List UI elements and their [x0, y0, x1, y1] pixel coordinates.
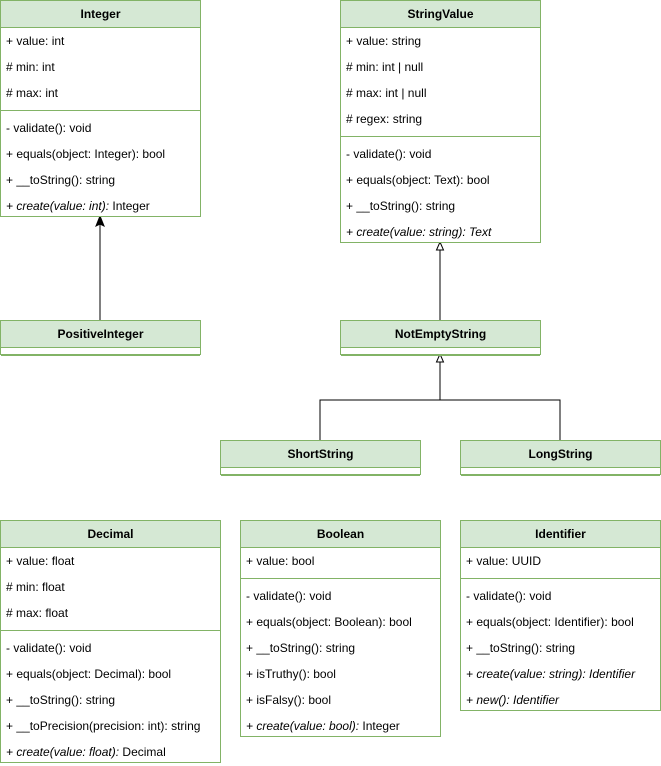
method: + equals(object: Identifier): bool: [466, 615, 634, 629]
method: + __toString(): string: [466, 641, 576, 655]
method: + __toString(): string: [246, 641, 356, 655]
method: + equals(object: Integer): bool: [6, 147, 166, 161]
attributes-section: + value: bool: [241, 548, 440, 579]
class-notemptystring[interactable]: NotEmptyString: [340, 320, 541, 356]
static-method: + create(value: int): Integer: [1, 193, 200, 219]
arrowhead-integer: [95, 214, 105, 228]
edge-longstring-to-notemptystring: [440, 399, 561, 440]
class-name: ShortString: [221, 441, 420, 468]
class-stringvalue[interactable]: StringValue + value: string # min: int |…: [340, 0, 541, 243]
attribute: # min: int: [6, 60, 55, 74]
inheritance-triangle-notemptystring: [435, 352, 445, 363]
attributes-section: + value: string # min: int | null # max:…: [341, 28, 540, 137]
class-name: Boolean: [241, 521, 440, 548]
method: - validate(): void: [466, 589, 552, 603]
methods-section: - validate(): void + equals(object: Text…: [341, 137, 540, 245]
empty-attributes-section: [1, 348, 200, 356]
inheritance-triangle-stringvalue: [435, 240, 445, 251]
class-name: PositiveInteger: [1, 321, 200, 348]
class-name: StringValue: [341, 1, 540, 28]
class-name: Decimal: [1, 521, 220, 548]
edge-shortstring-to-notemptystring: [319, 362, 441, 440]
method: - validate(): void: [6, 121, 92, 135]
static-method: + create(value: float): Decimal: [1, 739, 220, 765]
method: + __toPrecision(precision: int): string: [6, 719, 201, 733]
attribute: + value: int: [6, 34, 65, 48]
methods-section: - validate(): void + equals(object: Deci…: [1, 631, 220, 765]
attribute: # max: int: [6, 86, 59, 100]
method: + equals(object: Boolean): bool: [246, 615, 412, 629]
attribute: # max: int | null: [346, 86, 427, 100]
attribute: # min: int | null: [346, 60, 424, 74]
class-name: LongString: [461, 441, 660, 468]
static-method-signature: + create(value: bool):: [246, 719, 360, 733]
methods-section: - validate(): void + equals(object: Iden…: [461, 579, 660, 713]
method: + __toString(): string: [6, 693, 116, 707]
class-name: Identifier: [461, 521, 660, 548]
method: - validate(): void: [246, 589, 332, 603]
static-method-signature: + create(value: int):: [6, 199, 110, 213]
class-positiveinteger[interactable]: PositiveInteger: [0, 320, 201, 356]
class-identifier[interactable]: Identifier + value: UUID - validate(): v…: [460, 520, 661, 711]
class-name: NotEmptyString: [341, 321, 540, 348]
method: + isFalsy(): bool: [246, 693, 332, 707]
method: + __toString(): string: [6, 173, 116, 187]
method: + isTruthy(): bool: [246, 667, 336, 681]
method: - validate(): void: [6, 641, 92, 655]
method: - validate(): void: [346, 147, 432, 161]
methods-section: - validate(): void + equals(object: Bool…: [241, 579, 440, 739]
class-boolean[interactable]: Boolean + value: bool - validate(): void…: [240, 520, 441, 737]
class-integer[interactable]: Integer + value: int # min: int # max: i…: [0, 0, 201, 217]
attribute: + value: bool: [246, 554, 315, 568]
attribute: # max: float: [6, 606, 69, 620]
static-method: + create(value: bool): Integer: [241, 713, 440, 739]
attribute: + value: float: [6, 554, 75, 568]
attribute: + value: string: [346, 34, 422, 48]
empty-attributes-section: [461, 468, 660, 476]
static-method-signature: + create(value: float):: [6, 745, 120, 759]
methods-section: - validate(): void + equals(object: Inte…: [1, 111, 200, 219]
static-method-signature: + create(value: string): Text: [346, 225, 492, 239]
static-method-return: Integer: [359, 719, 400, 733]
attributes-section: + value: float # min: float # max: float: [1, 548, 220, 631]
method: + equals(object: Decimal): bool: [6, 667, 172, 681]
static-method-return: Decimal: [119, 745, 166, 759]
class-name: Integer: [1, 1, 200, 28]
empty-attributes-section: [341, 348, 540, 356]
static-method-return: Integer: [109, 199, 150, 213]
method: + equals(object: Text): bool: [346, 173, 490, 187]
method: + __toString(): string: [346, 199, 456, 213]
static-method: + create(value: string): Text: [341, 219, 540, 245]
static-method: + create(value: string): Identifier: [466, 667, 636, 681]
class-decimal[interactable]: Decimal + value: float # min: float # ma…: [0, 520, 221, 763]
class-shortstring[interactable]: ShortString: [220, 440, 421, 476]
attribute: # min: float: [6, 580, 65, 594]
empty-attributes-section: [221, 468, 420, 476]
static-method: + new(): Identifier: [466, 693, 560, 707]
attribute: + value: UUID: [466, 554, 542, 568]
attribute: # regex: string: [346, 112, 423, 126]
attributes-section: + value: int # min: int # max: int: [1, 28, 200, 111]
attributes-section: + value: UUID: [461, 548, 660, 579]
class-longstring[interactable]: LongString: [460, 440, 661, 476]
